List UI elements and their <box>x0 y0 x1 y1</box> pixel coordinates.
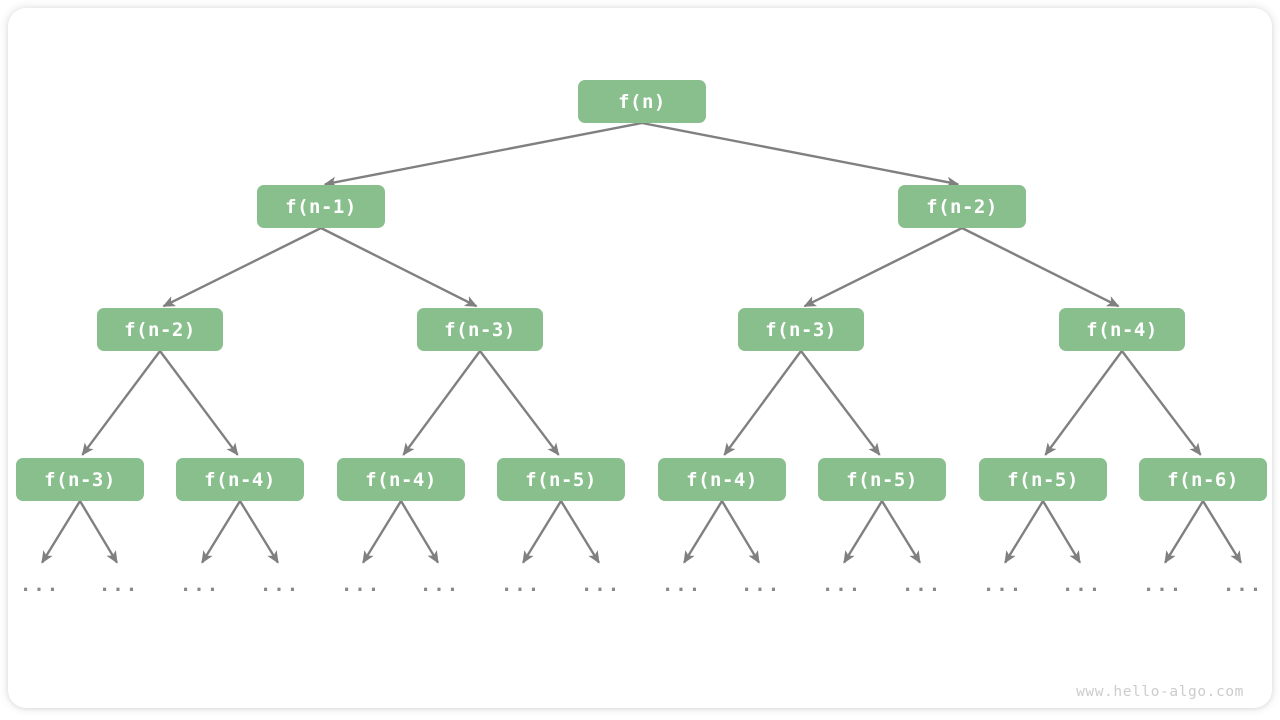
ellipsis-node: ... <box>901 574 943 596</box>
watermark: www.hello-algo.com <box>1076 684 1244 700</box>
ellipsis-node: ... <box>982 574 1024 596</box>
tree-node: f(n-5) <box>979 458 1107 501</box>
tree-node: f(n-3) <box>738 308 864 351</box>
tree-node: f(n-6) <box>1139 458 1267 501</box>
tree-node: f(n-5) <box>497 458 625 501</box>
tree-node: f(n-2) <box>898 185 1026 228</box>
ellipsis-node: ... <box>580 574 622 596</box>
ellipsis-node: ... <box>661 574 703 596</box>
ellipsis-node: ... <box>419 574 461 596</box>
ellipsis-node: ... <box>1142 574 1184 596</box>
ellipsis-node: ... <box>1061 574 1103 596</box>
ellipsis-node: ... <box>1222 574 1264 596</box>
ellipsis-node: ... <box>821 574 863 596</box>
tree-node: f(n-4) <box>658 458 786 501</box>
tree-node: f(n-3) <box>417 308 543 351</box>
ellipsis-node: ... <box>500 574 542 596</box>
ellipsis-node: ... <box>740 574 782 596</box>
ellipsis-node: ... <box>179 574 221 596</box>
tree-node: f(n-2) <box>97 308 223 351</box>
tree-node: f(n) <box>578 80 706 123</box>
tree-node: f(n-4) <box>176 458 304 501</box>
tree-node: f(n-4) <box>337 458 465 501</box>
tree-node: f(n-1) <box>257 185 385 228</box>
ellipsis-node: ... <box>259 574 301 596</box>
ellipsis-node: ... <box>340 574 382 596</box>
ellipsis-node: ... <box>19 574 61 596</box>
tree-node: f(n-5) <box>818 458 946 501</box>
ellipsis-node: ... <box>98 574 140 596</box>
tree-node: f(n-4) <box>1059 308 1185 351</box>
tree-node: f(n-3) <box>16 458 144 501</box>
